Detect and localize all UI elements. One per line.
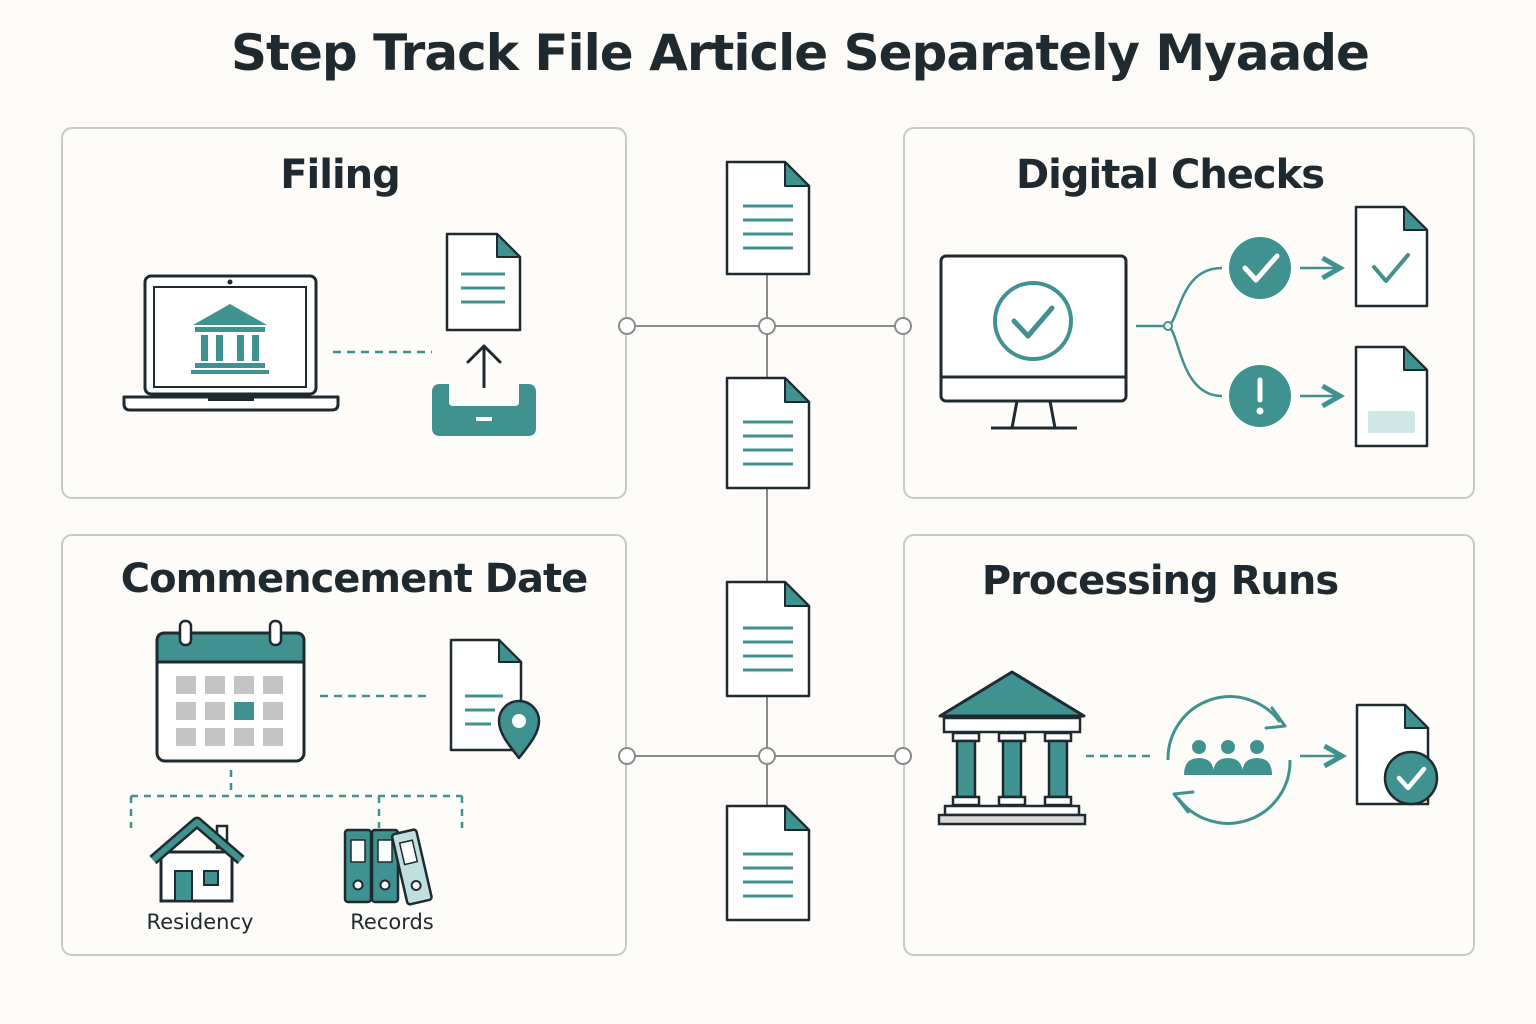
item-label-records: Records <box>350 910 434 934</box>
central-connectors <box>627 270 903 810</box>
page-title: Step Track File Article Separately Myaad… <box>231 24 1370 82</box>
panel-title-filing: Filing <box>280 152 401 198</box>
bank-building-icon <box>937 670 1087 826</box>
house-icon <box>149 816 245 903</box>
monitor-check-icon <box>939 254 1128 430</box>
dashed-tree <box>129 770 464 828</box>
document-icon <box>725 580 811 698</box>
binders-icon <box>343 828 433 906</box>
panel-title-processing-runs: Processing Runs <box>981 558 1339 604</box>
panel-processing-runs <box>903 534 1475 956</box>
laptop-bank-icon <box>122 274 340 412</box>
document-check-icon <box>1355 703 1439 806</box>
panel-title-digital-checks: Digital Checks <box>1015 152 1325 198</box>
document-icon <box>725 376 811 490</box>
document-icon <box>725 160 811 276</box>
document-icon <box>445 232 522 332</box>
location-document-icon <box>449 638 541 760</box>
calendar-icon <box>155 619 306 763</box>
panel-title-commencement-date: Commencement Date <box>120 556 588 602</box>
connector-nodes <box>618 317 912 765</box>
upload-tray-icon <box>432 344 536 436</box>
document-pending-icon <box>1354 345 1429 448</box>
item-label-residency: Residency <box>146 910 254 934</box>
document-check-icon <box>1354 205 1429 308</box>
people-cycle-icon <box>1166 695 1292 825</box>
document-icon <box>725 804 811 922</box>
check-circle-icon <box>1229 237 1291 299</box>
alert-circle-icon <box>1229 365 1291 427</box>
